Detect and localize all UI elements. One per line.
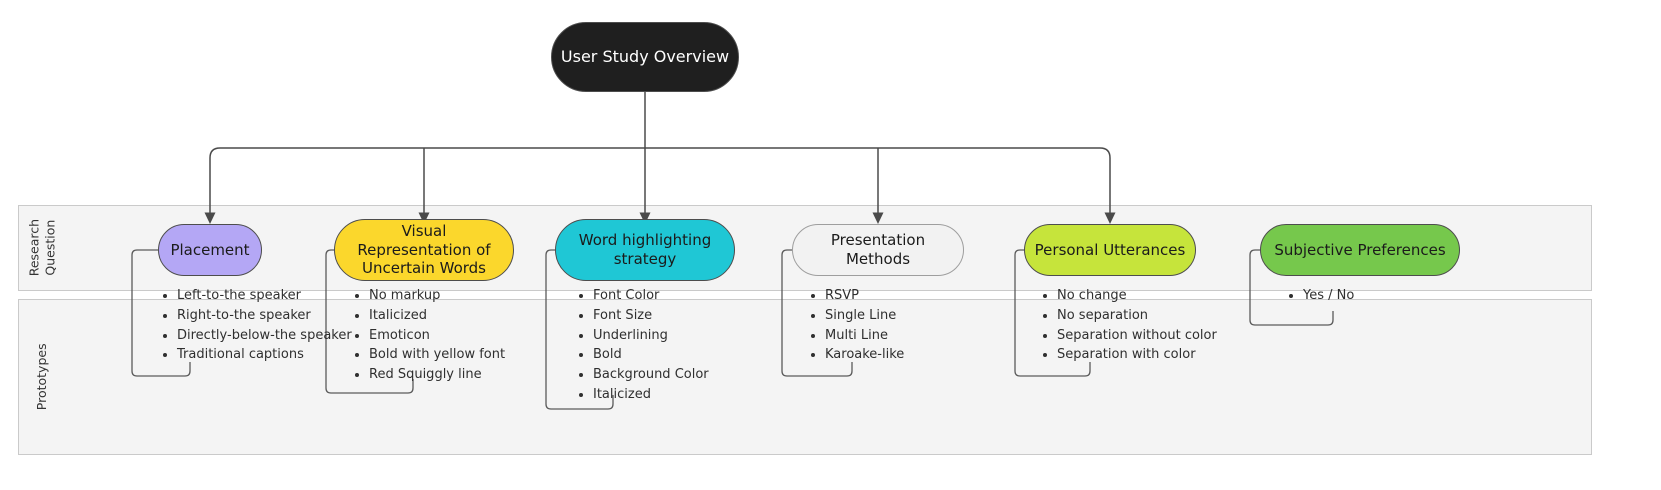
list-item: RSVP (825, 288, 904, 305)
list-item: Directly-below-the speaker (177, 328, 352, 345)
research-question-band-label-wrap: Research Question (18, 205, 66, 291)
list-item: Traditional captions (177, 347, 352, 364)
list-item: Underlining (593, 328, 709, 345)
list-item: Italicized (593, 387, 709, 404)
root-node-label: User Study Overview (560, 47, 730, 66)
list-item: Single Line (825, 308, 904, 325)
prototype-list-word-highlighting: Font ColorFont SizeUnderliningBoldBackgr… (576, 288, 709, 407)
node-personal-utterances: Personal Utterances (1024, 224, 1196, 276)
tree-edges (209, 92, 1111, 214)
node-label: Presentation Methods (830, 231, 926, 268)
list-item: Emoticon (369, 328, 505, 345)
node-presentation-methods: Presentation Methods (792, 224, 964, 276)
prototypes-band-label: Prototypes (34, 343, 50, 411)
list-item: Left-to-the speaker (177, 288, 352, 305)
node-subjective-preferences: Subjective Preferences (1260, 224, 1460, 276)
list-item: No separation (1057, 308, 1217, 325)
list-item: Karoake-like (825, 347, 904, 364)
prototype-list-subjective-preferences: Yes / No (1286, 288, 1354, 308)
node-placement: Placement (158, 224, 262, 276)
list-item: No markup (369, 288, 505, 305)
node-label: Personal Utterances (1034, 240, 1186, 259)
node-label: Placement (170, 240, 250, 259)
list-item: Bold with yellow font (369, 347, 505, 364)
node-label: Word highlighting strategy (578, 231, 712, 268)
prototypes-band-label-wrap: Prototypes (18, 299, 66, 455)
list-item: Separation without color (1057, 328, 1217, 345)
list-item: Right-to-the speaker (177, 308, 352, 325)
list-item: Bold (593, 347, 709, 364)
research-question-band-label: Research Question (26, 219, 57, 277)
list-item: Red Squiggly line (369, 367, 505, 384)
prototype-list-presentation-methods: RSVP Single LineMulti LineKaroake-like (808, 288, 904, 367)
list-item: Italicized (369, 308, 505, 325)
list-item: Yes / No (1303, 288, 1354, 305)
list-item: Background Color (593, 367, 709, 384)
list-item: Font Size (593, 308, 709, 325)
prototype-list-visual-representation: No markupItalicizedEmoticonBold with yel… (352, 288, 505, 387)
prototype-list-placement: Left-to-the speakerRight-to-the speakerD… (160, 288, 352, 367)
root-node-user-study-overview: User Study Overview (551, 22, 739, 92)
node-visual-representation: Visual Representation of Uncertain Words (334, 219, 514, 281)
node-label: Subjective Preferences (1274, 240, 1446, 259)
node-label: Visual Representation of Uncertain Words (357, 221, 491, 278)
list-item: No change (1057, 288, 1217, 305)
list-item: Font Color (593, 288, 709, 305)
node-word-highlighting: Word highlighting strategy (555, 219, 735, 281)
list-item: Multi Line (825, 328, 904, 345)
list-item: Separation with color (1057, 347, 1217, 364)
prototype-list-personal-utterances: No change No separationSeparation without… (1040, 288, 1217, 367)
